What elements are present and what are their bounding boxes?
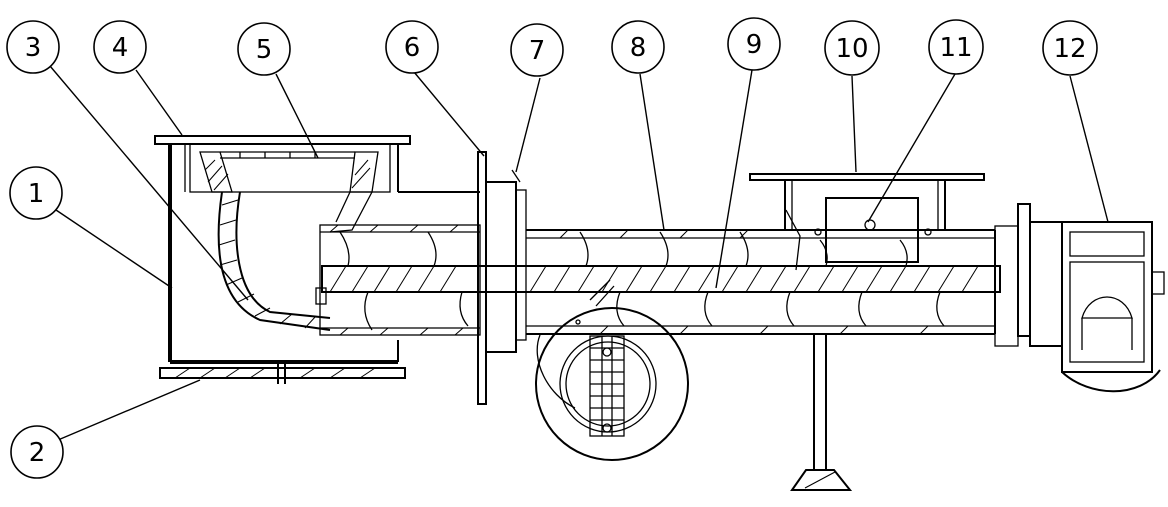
drive-unit bbox=[994, 203, 1165, 393]
gearbox-body bbox=[1061, 221, 1153, 373]
inspection-port bbox=[864, 219, 876, 231]
inspection-window bbox=[825, 197, 919, 263]
leader-4 bbox=[135, 69, 183, 136]
leader-2 bbox=[57, 379, 201, 441]
screw-shaft bbox=[315, 231, 1001, 331]
blower-impeller bbox=[589, 335, 625, 437]
center-flange bbox=[477, 151, 527, 405]
callout-1: 1 bbox=[9, 166, 63, 220]
shaft-body bbox=[321, 265, 1001, 293]
callout-7-label: 7 bbox=[529, 36, 546, 66]
motor-adapter bbox=[1029, 221, 1063, 347]
callout-5-label: 5 bbox=[256, 35, 273, 65]
leader-lines bbox=[49, 65, 1109, 441]
blower-unit bbox=[535, 307, 689, 461]
leader-10 bbox=[851, 75, 857, 173]
leader-3 bbox=[49, 65, 249, 301]
callout-2-label: 2 bbox=[29, 438, 46, 468]
conveyor-trough bbox=[526, 229, 996, 335]
callout-8: 8 bbox=[611, 20, 665, 74]
callout-12: 12 bbox=[1042, 20, 1098, 76]
support-leg bbox=[790, 334, 853, 491]
outlet-housing bbox=[749, 173, 985, 271]
callout-1-label: 1 bbox=[28, 179, 45, 209]
top-flange bbox=[154, 135, 411, 145]
screw-flights bbox=[339, 231, 945, 331]
callout-10: 10 bbox=[824, 20, 880, 76]
callout-6-label: 6 bbox=[404, 33, 421, 63]
leader-5 bbox=[275, 73, 319, 159]
callout-4-label: 4 bbox=[112, 33, 129, 63]
callout-9-label: 9 bbox=[746, 30, 763, 60]
screw-flight-hatching bbox=[329, 265, 979, 293]
leader-8 bbox=[639, 73, 665, 231]
callout-7: 7 bbox=[510, 23, 564, 77]
callout-10-label: 10 bbox=[835, 34, 868, 64]
callout-11-label: 11 bbox=[939, 33, 972, 63]
callout-5: 5 bbox=[237, 22, 291, 76]
outlet-top-flange bbox=[749, 173, 985, 181]
flange-plate bbox=[477, 151, 487, 405]
motor-flange bbox=[1017, 203, 1031, 337]
inlet-tube bbox=[319, 224, 481, 336]
leader-11 bbox=[867, 73, 956, 223]
bottom-plate bbox=[159, 367, 406, 379]
leader-1 bbox=[55, 209, 173, 289]
callout-6: 6 bbox=[385, 20, 439, 74]
leader-9 bbox=[715, 69, 753, 289]
elbow-chute-outer bbox=[217, 191, 331, 331]
callout-4: 4 bbox=[93, 20, 147, 74]
callout-9: 9 bbox=[727, 17, 781, 71]
hopper-assembly bbox=[154, 135, 480, 384]
callout-3: 3 bbox=[6, 20, 60, 74]
blower-housing bbox=[535, 307, 689, 461]
leader-12 bbox=[1069, 75, 1109, 223]
leader-7 bbox=[515, 77, 541, 173]
callout-3-label: 3 bbox=[25, 33, 42, 63]
callout-8-label: 8 bbox=[630, 33, 647, 63]
callout-11: 11 bbox=[928, 19, 984, 75]
leader-6 bbox=[413, 71, 485, 157]
callout-2: 2 bbox=[10, 425, 64, 479]
callout-12-label: 12 bbox=[1053, 34, 1086, 64]
funnel-left-wall bbox=[199, 151, 233, 193]
